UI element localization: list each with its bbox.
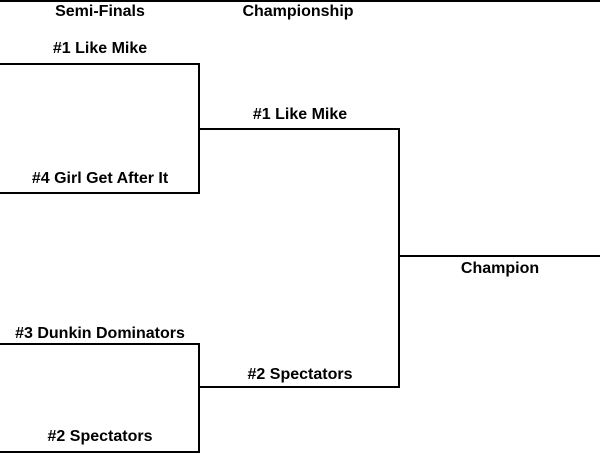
- semifinal2-winner-label: #2 Spectators: [247, 366, 353, 383]
- header-underline: [0, 0, 600, 2]
- semifinal1-winner-label: #1 Like Mike: [252, 106, 348, 123]
- round-header-championship: Championship: [242, 3, 354, 20]
- round-header-semifinals: Semi-Finals: [55, 3, 145, 20]
- semifinal2-bottom-team-label: #2 Spectators: [47, 428, 153, 445]
- semifinal2-winner-line: [198, 386, 400, 388]
- semifinal2-connector-vertical-line: [198, 343, 200, 453]
- semifinal1-bottom-team-line: [0, 192, 200, 194]
- semifinal1-bottom-team-label: #4 Girl Get After It: [31, 170, 169, 187]
- champion-slot-line: [398, 255, 600, 257]
- semifinal1-top-team-line: [0, 63, 200, 65]
- semifinal2-bottom-team-line: [0, 451, 200, 453]
- champion-slot-label: Champion: [460, 260, 540, 277]
- semifinal2-top-team-line: [0, 343, 200, 345]
- final-connector-vertical-line: [398, 128, 400, 388]
- semifinal1-winner-line: [198, 128, 400, 130]
- semifinal1-top-team-label: #1 Like Mike: [52, 40, 148, 57]
- semifinal2-top-team-label: #3 Dunkin Dominators: [15, 325, 185, 342]
